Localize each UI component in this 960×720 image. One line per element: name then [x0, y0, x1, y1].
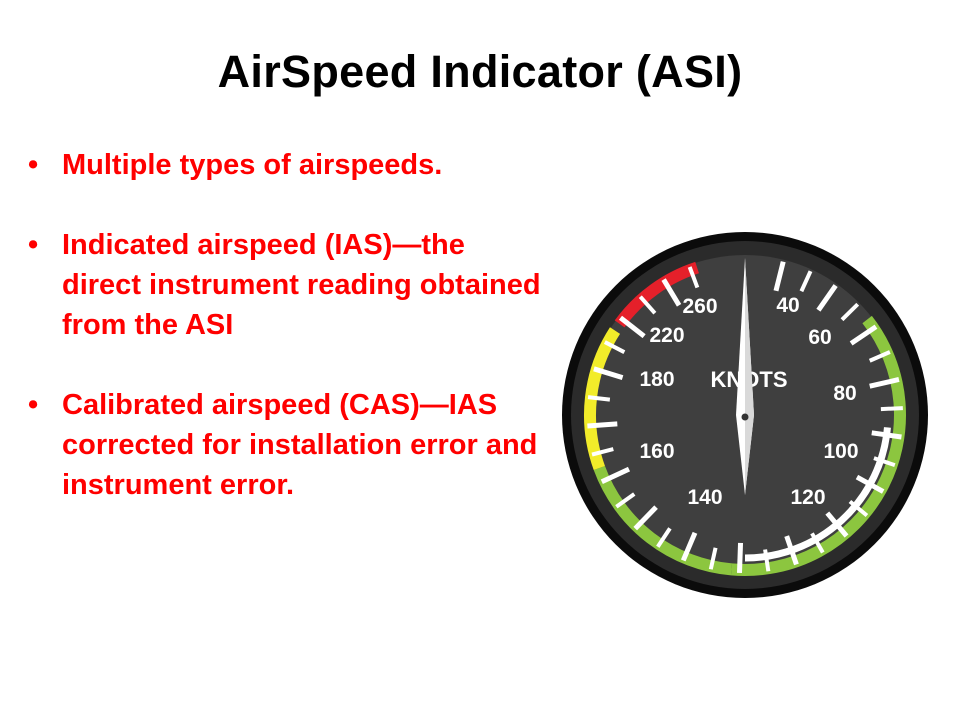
gauge-tick: [848, 499, 869, 518]
gauge-scale-label: 80: [833, 382, 856, 405]
gauge-tick: [615, 492, 636, 509]
gauge-scale-label: 120: [790, 486, 825, 509]
needle-hub: [741, 413, 749, 421]
gauge-tick: [593, 366, 624, 380]
gauge-scale-label: 40: [776, 294, 799, 317]
bullet-text: Indicated airspeed (IAS)—the direct inst…: [62, 229, 541, 341]
gauge-tick: [591, 447, 614, 457]
white-arc: [744, 427, 891, 562]
gauge-tick: [661, 278, 682, 307]
bullet-item: • Indicated airspeed (IAS)—the direct in…: [26, 225, 546, 345]
gauge-tick: [871, 430, 902, 440]
gauge-scale-label: 260: [682, 295, 717, 318]
gauge-scale-labels: 40 60 80 100 120 140 160 180 220 260: [639, 294, 858, 509]
bullet-icon: •: [28, 229, 39, 261]
bullet-item: • Calibrated airspeed (CAS)—IAS correcte…: [26, 385, 546, 505]
gauge-needle: [736, 258, 754, 495]
gauge-tick: [840, 302, 860, 322]
gauge-tick: [855, 474, 885, 494]
gauge-tick: [825, 511, 849, 538]
gauge-ticks: [587, 261, 903, 573]
bullet-icon: •: [28, 149, 39, 181]
gauge-scale-label: 60: [808, 326, 831, 349]
gauge-tick: [638, 295, 657, 315]
needle-shade: [745, 258, 754, 495]
gauge-tick: [869, 377, 900, 389]
gauge-tick: [763, 549, 771, 572]
green-arc: [593, 465, 733, 576]
gauge-tick: [633, 505, 658, 531]
gauge-tick: [687, 266, 700, 289]
gauge-scale-label: 220: [649, 324, 684, 347]
gauge-tick: [873, 456, 896, 468]
gauge-tick: [773, 261, 786, 292]
gauge-tick: [618, 315, 646, 339]
gauge-tick: [587, 421, 618, 429]
gauge-tick: [656, 527, 672, 548]
bullet-list: • Multiple types of airspeeds. • Indicat…: [26, 145, 546, 545]
gauge-scale-label: 180: [639, 368, 674, 391]
slide-title: AirSpeed Indicator (ASI): [217, 46, 743, 97]
gauge-tick: [868, 350, 891, 363]
gauge-tick: [603, 340, 626, 354]
bullet-icon: •: [28, 389, 39, 421]
gauge-tick: [784, 535, 799, 566]
gauge-tick: [799, 270, 813, 293]
gauge-scale-label: 160: [639, 440, 674, 463]
gauge-tick: [587, 395, 611, 402]
gauge-tick: [600, 466, 631, 485]
gauge-scale-label: 100: [823, 440, 858, 463]
red-arc: [614, 261, 700, 328]
gauge-tick: [816, 284, 838, 312]
bullet-item: • Multiple types of airspeeds.: [26, 145, 546, 185]
gauge-tick: [680, 531, 698, 562]
gauge-scale-label: 140: [687, 486, 722, 509]
gauge-tick: [708, 547, 718, 570]
gauge-tick: [880, 406, 903, 412]
gauge-tick: [849, 324, 878, 346]
bullet-text: Multiple types of airspeeds.: [62, 149, 443, 181]
bullet-text: Calibrated airspeed (CAS)—IAS corrected …: [62, 389, 538, 501]
gauge-tick: [736, 542, 744, 573]
gauge-tick: [810, 532, 825, 554]
